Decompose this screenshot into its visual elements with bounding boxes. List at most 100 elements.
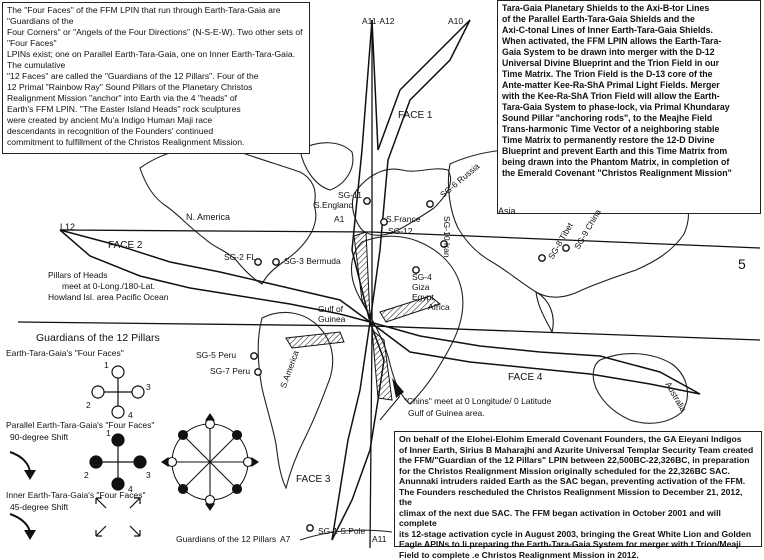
legend-earth-num-2: 2 <box>86 400 91 410</box>
label-sg5-peru: SG-5 Peru <box>196 350 236 360</box>
parallel-face-4-dot <box>112 478 124 490</box>
label-egypt: Egypt <box>412 292 434 302</box>
legend-earth-cross <box>92 366 144 418</box>
parallel-face-2-dot <box>90 456 102 468</box>
box-top-right-line: Ante-matter Kee-Ra-ShA Primal Light Fiel… <box>502 80 756 91</box>
pillar-south-hatch <box>372 330 392 400</box>
label-a11-a12: A11·A12 <box>362 16 394 26</box>
box-top-left-line: "12 Faces" are called the "Guardians of … <box>7 71 305 82</box>
legend-parallel-cross <box>90 434 146 490</box>
label-sg1-south-pole: SG-1 S.Pole <box>318 526 365 536</box>
box-top-left-line: descendants in recognition of the Founde… <box>7 126 305 137</box>
sg9-dot <box>563 245 569 251</box>
wheel-dot-ne <box>233 431 242 440</box>
face-4-shape <box>370 322 700 394</box>
box-top-right-line: Blueprint and prevent Earth and this Tim… <box>502 146 756 157</box>
wheel-arrow-n <box>206 414 214 420</box>
wheel-dot-se <box>233 485 242 494</box>
legend-parallel-num-2: 2 <box>84 470 89 480</box>
sg1-dot <box>307 525 313 531</box>
box-bottom-right-line: of Inner Earth, Sirius B Maharajhi and A… <box>399 445 757 456</box>
box-top-left-line: were created by ancient Mu'a Indigo Huma… <box>7 115 305 126</box>
label-sg10-iran: SG-10 Iran <box>442 216 452 258</box>
box-bottom-right-line: its 12-stage activation cycle in August … <box>399 529 757 540</box>
label-guinea: Guinea <box>318 314 345 324</box>
label-s-france: S.France <box>386 214 421 224</box>
info-box-founders-history: On behalf of the Elohei-Elohim Emerald C… <box>394 431 762 547</box>
legend-earth-num-1: 1 <box>104 360 109 370</box>
label-asia: Asia <box>498 206 516 216</box>
label-chins-line-1: "Chins" meet at 0 Longitude/ 0 Latitude <box>404 396 551 406</box>
wheel-dot-w <box>168 458 177 467</box>
label-a10: A10 <box>448 16 463 26</box>
label-guardians-bottom: Guardians of the 12 Pillars <box>176 534 276 544</box>
label-sg3-bermuda: SG-3 Bermuda <box>284 256 341 266</box>
box-top-right-line: Time Matrix. The Trion Field is the D-13… <box>502 69 756 80</box>
label-giza: Giza <box>412 282 429 292</box>
wheel-dot-e <box>244 458 253 467</box>
box-top-right-line: Sound Pillar "anchoring rods", to the Me… <box>502 113 756 124</box>
diagram-stage: The "Four Faces" of the FFM LPIN that ru… <box>0 0 764 548</box>
pillar-west-hatch <box>286 332 344 348</box>
earth-face-1-dot <box>112 366 124 378</box>
label-page-mark-5: 5 <box>738 256 746 272</box>
box-top-left-line: 12 Primal "Rainbow Ray" Sound Pillars of… <box>7 82 305 93</box>
box-top-right-line: Time Matrix to permanently restore the 1… <box>502 135 756 146</box>
legend-inner-x <box>96 498 140 536</box>
box-top-right-line: When activated, the FFM LPIN allows the … <box>502 36 756 47</box>
sg6-dot <box>427 201 433 207</box>
box-top-right-line: Universal Divine Blueprint and the Trion… <box>502 58 756 69</box>
label-a7: A7 <box>280 534 290 544</box>
box-top-right-line: being drawn into the Phantom Matrix, in … <box>502 157 756 168</box>
label-sg2-fl: SG-2 FL <box>224 252 256 262</box>
label-gulf-of: Gulf of <box>318 304 343 314</box>
label-a1: A1 <box>334 214 344 224</box>
sg8-dot <box>539 255 545 261</box>
label-face-3: FACE 3 <box>296 474 330 485</box>
info-box-four-faces: The "Four Faces" of the FFM LPIN that ru… <box>2 2 310 154</box>
earth-face-4-dot <box>112 406 124 418</box>
box-top-left-line: The "Four Faces" of the FFM LPIN that ru… <box>7 5 305 27</box>
box-top-left-line: LPINs exist; one on Parallel Earth-Tara-… <box>7 49 305 71</box>
legend-parallel-num-4: 4 <box>128 484 133 494</box>
label-face-2: FACE 2 <box>108 240 142 251</box>
pillar-north-hatch <box>354 232 370 318</box>
label-sg11: SG-11 <box>338 190 362 200</box>
shift-arrow-45-head <box>24 530 36 540</box>
box-bottom-right-line: for the Christos Realignment Mission ori… <box>399 466 757 477</box>
label-sg4: SG-4 <box>412 272 432 282</box>
earth-face-3-dot <box>132 386 144 398</box>
sg3-dot <box>273 259 279 265</box>
legend-parallel-num-1: 1 <box>106 428 111 438</box>
legend-inner-title: Inner Earth-Tara-Gaia's "Four Faces" <box>6 490 145 500</box>
wheel-dot-n <box>206 420 215 429</box>
sg7-dot <box>255 369 261 375</box>
label-sg7-peru: SG-7 Peru <box>210 366 250 376</box>
label-l12: L12 <box>60 222 75 232</box>
box-bottom-right-line: Anunnaki intruders raided Earth as the S… <box>399 476 757 487</box>
legend-earth-title: Earth-Tara-Gaia's "Four Faces" <box>6 348 124 358</box>
box-top-right-line: of the Parallel Earth-Tara-Gaia Shields … <box>502 14 756 25</box>
legend-earth-num-3: 3 <box>146 382 151 392</box>
wheel-arrow-w <box>162 458 168 466</box>
label-pillars-line-2: meet at 0-Long./180-Lat. <box>62 281 155 291</box>
wheel-dot-sw <box>179 485 188 494</box>
wheel-dot-s <box>206 496 215 505</box>
legend-parallel-num-3: 3 <box>146 470 151 480</box>
label-s-england: S.England <box>314 200 353 210</box>
label-north-america: N. America <box>186 212 230 222</box>
box-top-right-line: with the Kee-Ra-ShA Trion Field will all… <box>502 91 756 102</box>
legend-inner-shift: 45-degree Shift <box>10 502 68 512</box>
wheel-arrow-s <box>206 504 214 510</box>
box-top-right-line: Tara-Gaia System to phase-lock, via Prim… <box>502 102 756 113</box>
label-pillars-line-3: Howland Isl. area Pacific Ocean <box>48 292 168 302</box>
shift-arrow-90-head <box>24 470 36 480</box>
legend-parallel-title: Parallel Earth-Tara-Gaia's "Four Faces" <box>6 420 154 430</box>
sg5-dot <box>251 353 257 359</box>
box-top-right-line: the Emerald Covenant "Christos Realignme… <box>502 168 756 179</box>
box-top-right-line: Tara-Gaia Planetary Shields to the Axi-B… <box>502 3 756 14</box>
box-top-left-line: commitment to fulfillment of the Christo… <box>7 137 305 148</box>
box-bottom-right-line: climax of the next due SAC. The FFM bega… <box>399 508 757 529</box>
label-africa: Africa <box>428 302 450 312</box>
wheel-dot-nw <box>179 431 188 440</box>
